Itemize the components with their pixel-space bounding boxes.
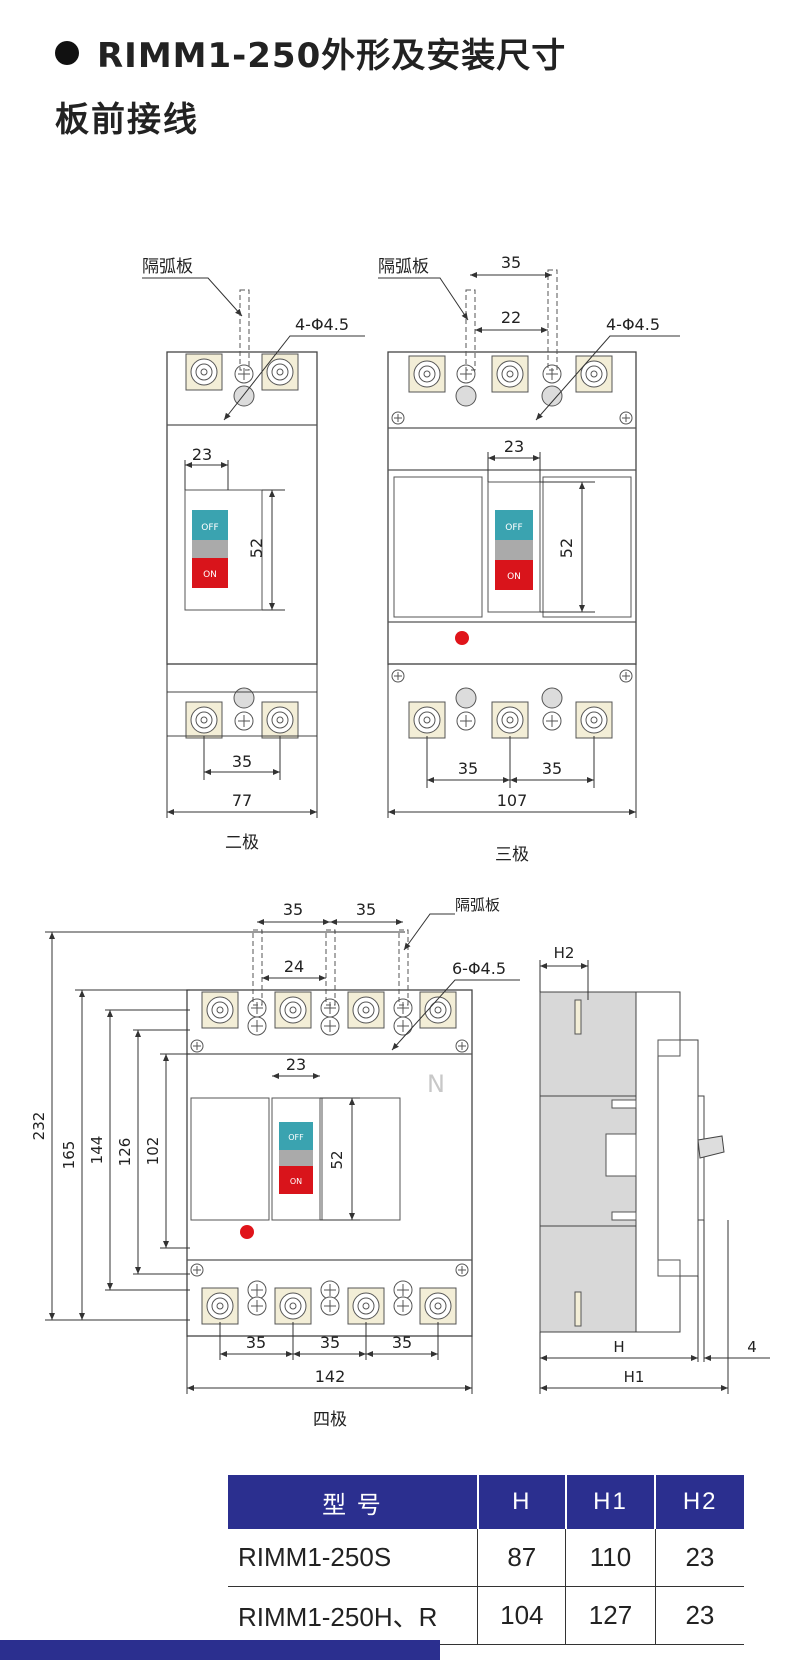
four-pole-dim-126: 126 [116,1138,134,1167]
four-pole-holes-label: 6-Φ4.5 [452,959,506,978]
three-pole-on-label: ON [507,572,521,582]
three-pole-dim-23: 23 [504,437,524,456]
page-title-text: RIMM1-250外形及安装尺寸 [97,36,567,76]
three-pole-dim-52: 52 [557,538,576,558]
h-cell: 104 [477,1586,566,1645]
col-h1-header: H1 [565,1475,657,1529]
four-pole-dim-165: 165 [60,1141,78,1170]
three-pole-dim-35-a: 35 [458,759,478,778]
page-subtitle: 板前接线 [55,100,199,140]
four-pole-on-label: ON [290,1177,302,1186]
three-pole-dim-35-b: 35 [542,759,562,778]
h1-cell: 127 [565,1586,656,1645]
col-model-header: 型 号 [228,1475,479,1529]
two-pole-dim-35: 35 [232,752,252,771]
model-cell: RIMM1-250S [228,1529,478,1587]
four-pole-dim-102: 102 [144,1137,162,1166]
side-view-drawing: H2 H 4 H1 [539,944,770,1394]
four-pole-dim-35-a: 35 [246,1333,266,1352]
two-pole-drawing: OFF ON 23 52 35 77 隔弧板 4-Φ4.5 二极 [142,257,365,853]
three-pole-caption: 三极 [495,845,529,865]
table-row: RIMM1-250H、R 104 127 23 [228,1586,744,1645]
page-title: RIMM1-250外形及安装尺寸 [55,28,566,77]
four-pole-off-label: OFF [288,1133,304,1142]
two-pole-dim-52: 52 [247,538,266,558]
two-pole-caption: 二极 [225,833,259,853]
table-row: RIMM1-250S 87 110 23 [228,1529,744,1587]
three-pole-drawing: OFF ON 23 52 35 22 35 35 107 隔弧板 4-Φ4.5 … [378,253,680,865]
three-pole-holes-label: 4-Φ4.5 [606,315,660,334]
dimension-drawings: OFF ON 23 52 35 77 隔弧板 4-Φ4.5 二极 [30,253,770,1430]
four-pole-drawing: N OFF ON 35 35 24 23 [30,896,520,1430]
four-pole-dim-144: 144 [88,1136,106,1165]
h-cell: 87 [477,1529,566,1587]
col-h-header: H [477,1475,567,1529]
side-dim-4: 4 [747,1338,757,1356]
col-h2-header: H2 [655,1475,744,1529]
three-pole-off-label: OFF [505,523,522,533]
four-pole-dim-35-c: 35 [392,1333,412,1352]
side-dim-h1: H1 [624,1368,645,1386]
four-pole-dim-23: 23 [286,1055,306,1074]
h1-cell: 110 [565,1529,656,1587]
four-pole-caption: 四极 [313,1410,347,1430]
model-cell: RIMM1-250H、R [228,1586,478,1645]
four-pole-dim-52: 52 [328,1150,346,1169]
three-pole-arc-plate-label: 隔弧板 [378,257,429,277]
two-pole-arc-plate-label: 隔弧板 [142,257,193,277]
two-pole-dim-77: 77 [232,791,252,810]
four-pole-dim-35-b: 35 [320,1333,340,1352]
four-pole-dim-232: 232 [30,1112,48,1141]
neutral-pole-label: N [427,1070,445,1098]
two-pole-holes-label: 4-Φ4.5 [295,315,349,334]
four-pole-dim-35-top-a: 35 [283,900,303,919]
spec-table: 型 号 H H1 H2 RIMM1-250S 87 110 23 RIMM1-2… [228,1475,744,1645]
four-pole-arc-plate-label: 隔弧板 [455,896,500,914]
three-pole-dim-22: 22 [501,308,521,327]
two-pole-off-label: OFF [201,523,218,533]
two-pole-on-label: ON [203,570,217,580]
spec-table-header: 型 号 H H1 H2 [228,1475,744,1529]
side-dim-h: H [613,1338,624,1356]
three-pole-dim-35-top: 35 [501,253,521,272]
h2-cell: 23 [654,1529,744,1587]
four-pole-dim-142: 142 [315,1367,346,1386]
four-pole-dim-35-top-b: 35 [356,900,376,919]
bottom-accent-bar [0,1640,440,1660]
three-pole-dim-107: 107 [497,791,528,810]
two-pole-dim-23: 23 [192,445,212,464]
h2-cell: 23 [654,1586,744,1645]
side-dim-h2: H2 [554,944,575,962]
four-pole-dim-24: 24 [284,957,304,976]
bullet-icon [55,40,79,65]
